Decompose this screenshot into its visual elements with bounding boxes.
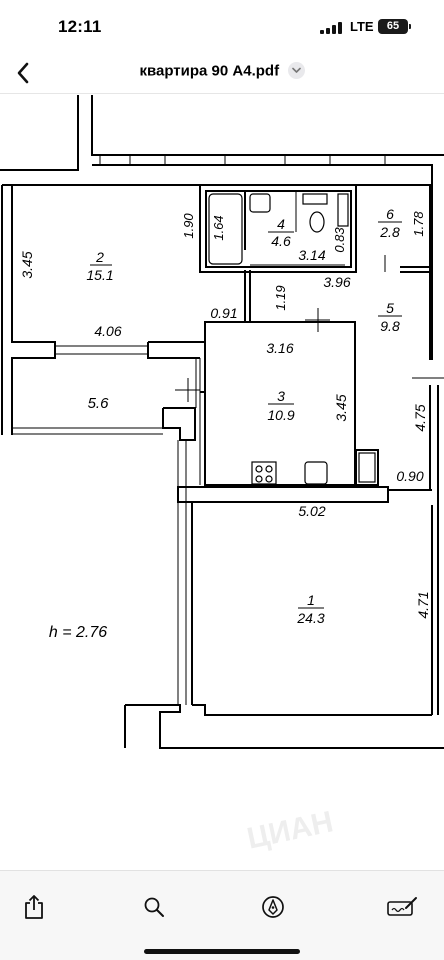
document-title[interactable]: квартира 90 А4.pdf bbox=[139, 62, 280, 80]
dim-091: 0.91 bbox=[210, 305, 237, 321]
title-menu-button[interactable] bbox=[287, 62, 305, 80]
status-time: 12:11 bbox=[58, 17, 102, 36]
room-1-area: 24.3 bbox=[296, 610, 324, 626]
wall bbox=[147, 342, 200, 359]
dim-090: 0.90 bbox=[396, 468, 423, 484]
title-area: квартира 90 А4.pdf bbox=[0, 62, 444, 80]
dim-190: 1.90 bbox=[181, 213, 196, 239]
dim-345b: 3.45 bbox=[333, 394, 349, 421]
dim-406: 4.06 bbox=[94, 323, 121, 339]
dim-083: 0.83 bbox=[332, 227, 347, 253]
network-label: LTE bbox=[350, 19, 374, 34]
dim-316: 3.16 bbox=[266, 340, 293, 356]
share-button[interactable] bbox=[16, 889, 52, 925]
sign-icon bbox=[387, 897, 417, 916]
dim-119: 1.19 bbox=[273, 285, 288, 310]
shelf bbox=[337, 193, 349, 227]
room-4-area: 4.6 bbox=[271, 233, 291, 249]
room-3-area: 10.9 bbox=[267, 407, 294, 423]
dim-502: 5.02 bbox=[298, 503, 325, 519]
markup-button[interactable] bbox=[255, 889, 291, 925]
chevron-down-icon bbox=[291, 67, 301, 74]
dim-178: 1.78 bbox=[411, 211, 426, 237]
cabinet bbox=[302, 193, 328, 205]
search-icon bbox=[144, 897, 164, 917]
dim-164: 1.64 bbox=[211, 215, 226, 240]
wall bbox=[0, 95, 79, 171]
stove bbox=[251, 461, 277, 485]
dim-475: 4.75 bbox=[412, 404, 428, 431]
bathtub bbox=[208, 193, 243, 265]
wall bbox=[11, 185, 56, 435]
room-4-number: 4 bbox=[277, 216, 285, 232]
floor-plan: 2 15.1 4 4.6 6 2.8 5 9.8 3 10.9 1 24.3 3… bbox=[0, 95, 444, 856]
search-button[interactable] bbox=[136, 889, 172, 925]
toilet bbox=[309, 211, 325, 233]
wall bbox=[345, 321, 356, 450]
wall bbox=[177, 486, 389, 503]
markup-icon bbox=[262, 896, 284, 918]
room-5-number: 5 bbox=[386, 300, 394, 316]
wall bbox=[355, 449, 379, 486]
dim-471: 4.71 bbox=[415, 591, 431, 618]
wall bbox=[92, 164, 433, 360]
floor-plan-page: 2 15.1 4 4.6 6 2.8 5 9.8 3 10.9 1 24.3 3… bbox=[0, 95, 444, 870]
bottom-toolbar bbox=[0, 870, 444, 960]
share-icon bbox=[25, 895, 43, 919]
battery-tip bbox=[409, 24, 411, 29]
sink bbox=[304, 461, 328, 485]
wall bbox=[400, 266, 433, 273]
chevron-left-icon bbox=[17, 62, 29, 84]
dim-345a: 3.45 bbox=[19, 251, 35, 278]
room-1-number: 1 bbox=[307, 592, 315, 608]
room-2-area: 15.1 bbox=[86, 267, 113, 283]
washbasin bbox=[249, 193, 271, 213]
dim-56: 5.6 bbox=[88, 395, 110, 412]
wall bbox=[192, 704, 432, 716]
sign-button[interactable] bbox=[384, 889, 420, 925]
wall bbox=[205, 190, 352, 268]
wall bbox=[125, 704, 444, 749]
room-2-number: 2 bbox=[95, 249, 104, 265]
home-indicator bbox=[144, 949, 300, 954]
fridge bbox=[358, 452, 376, 483]
room-3-number: 3 bbox=[277, 388, 285, 404]
room-5-area: 9.8 bbox=[380, 318, 400, 334]
room-6-number: 6 bbox=[386, 206, 394, 222]
wall bbox=[91, 95, 444, 156]
back-button[interactable] bbox=[6, 56, 40, 90]
nav-bar: квартира 90 А4.pdf bbox=[0, 54, 444, 94]
status-bar: 12:11 LTE 65 bbox=[0, 0, 444, 54]
wall bbox=[162, 407, 196, 441]
signal-icon bbox=[320, 22, 342, 34]
dim-396: 3.96 bbox=[323, 274, 350, 290]
dim-314: 3.14 bbox=[298, 247, 325, 263]
room-6-area: 2.8 bbox=[379, 224, 400, 240]
watermark: ЦИАН bbox=[244, 805, 336, 855]
ceiling-height: h = 2.76 bbox=[49, 624, 107, 641]
battery-icon: 65 bbox=[378, 19, 408, 34]
